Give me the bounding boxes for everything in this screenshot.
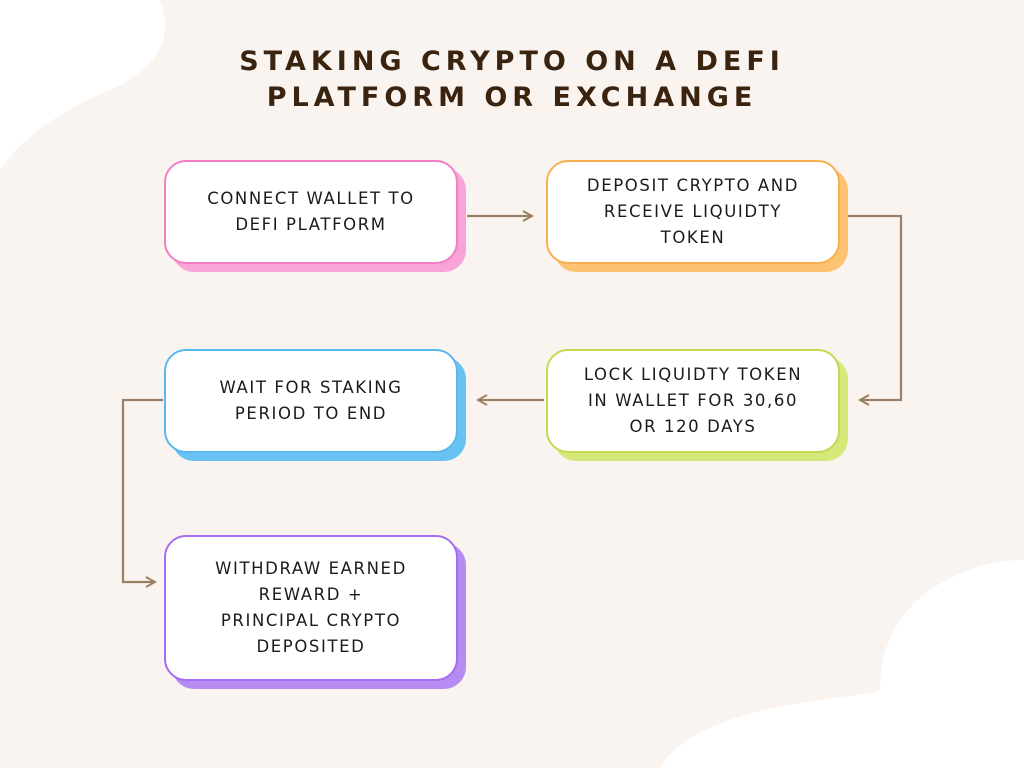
step-card: WITHDRAW EARNED REWARD + PRINCIPAL CRYPT… — [164, 535, 458, 681]
step-card: LOCK LIQUIDTY TOKEN IN WALLET FOR 30,60 … — [546, 349, 840, 453]
step-text-line: PRINCIPAL CRYPTO — [220, 611, 402, 630]
step-text-line: OR 120 DAYS — [629, 417, 757, 436]
step-text-line: IN WALLET FOR 30,60 — [587, 391, 799, 410]
step-text-line: DEFI PLATFORM — [235, 215, 387, 234]
step-text-line: DEPOSITED — [256, 637, 366, 656]
title-line-2: PLATFORM OR EXCHANGE — [266, 82, 758, 113]
step-text-line: REWARD + — [258, 585, 364, 604]
step-deposit-crypto: DEPOSIT CRYPTO AND RECEIVE LIQUIDTY TOKE… — [546, 160, 848, 272]
step-card: WAIT FOR STAKING PERIOD TO END — [164, 349, 458, 453]
step-text-line: RECEIVE LIQUIDTY — [603, 202, 783, 221]
bottom-right-blob — [660, 560, 1024, 768]
step-text-line: DEPOSIT CRYPTO AND — [586, 176, 800, 195]
step-text-line: LOCK LIQUIDTY TOKEN — [583, 365, 803, 384]
step-text-line: TOKEN — [660, 228, 726, 247]
step-card: DEPOSIT CRYPTO AND RECEIVE LIQUIDTY TOKE… — [546, 160, 840, 264]
diagram-title: STAKING CRYPTO ON A DEFI PLATFORM OR EXC… — [0, 44, 1024, 116]
step-withdraw-reward: WITHDRAW EARNED REWARD + PRINCIPAL CRYPT… — [164, 535, 466, 689]
title-line-1: STAKING CRYPTO ON A DEFI — [239, 46, 785, 77]
step-card: CONNECT WALLET TO DEFI PLATFORM — [164, 160, 458, 264]
step-text-line: PERIOD TO END — [234, 404, 388, 423]
step-text-line: CONNECT WALLET TO — [207, 189, 415, 208]
step-wait-period: WAIT FOR STAKING PERIOD TO END — [164, 349, 466, 461]
step-connect-wallet: CONNECT WALLET TO DEFI PLATFORM — [164, 160, 466, 272]
step-text-line: WAIT FOR STAKING — [219, 378, 403, 397]
top-left-blob — [0, 0, 165, 170]
step-lock-token: LOCK LIQUIDTY TOKEN IN WALLET FOR 30,60 … — [546, 349, 848, 461]
step-text-line: WITHDRAW EARNED — [215, 559, 407, 578]
